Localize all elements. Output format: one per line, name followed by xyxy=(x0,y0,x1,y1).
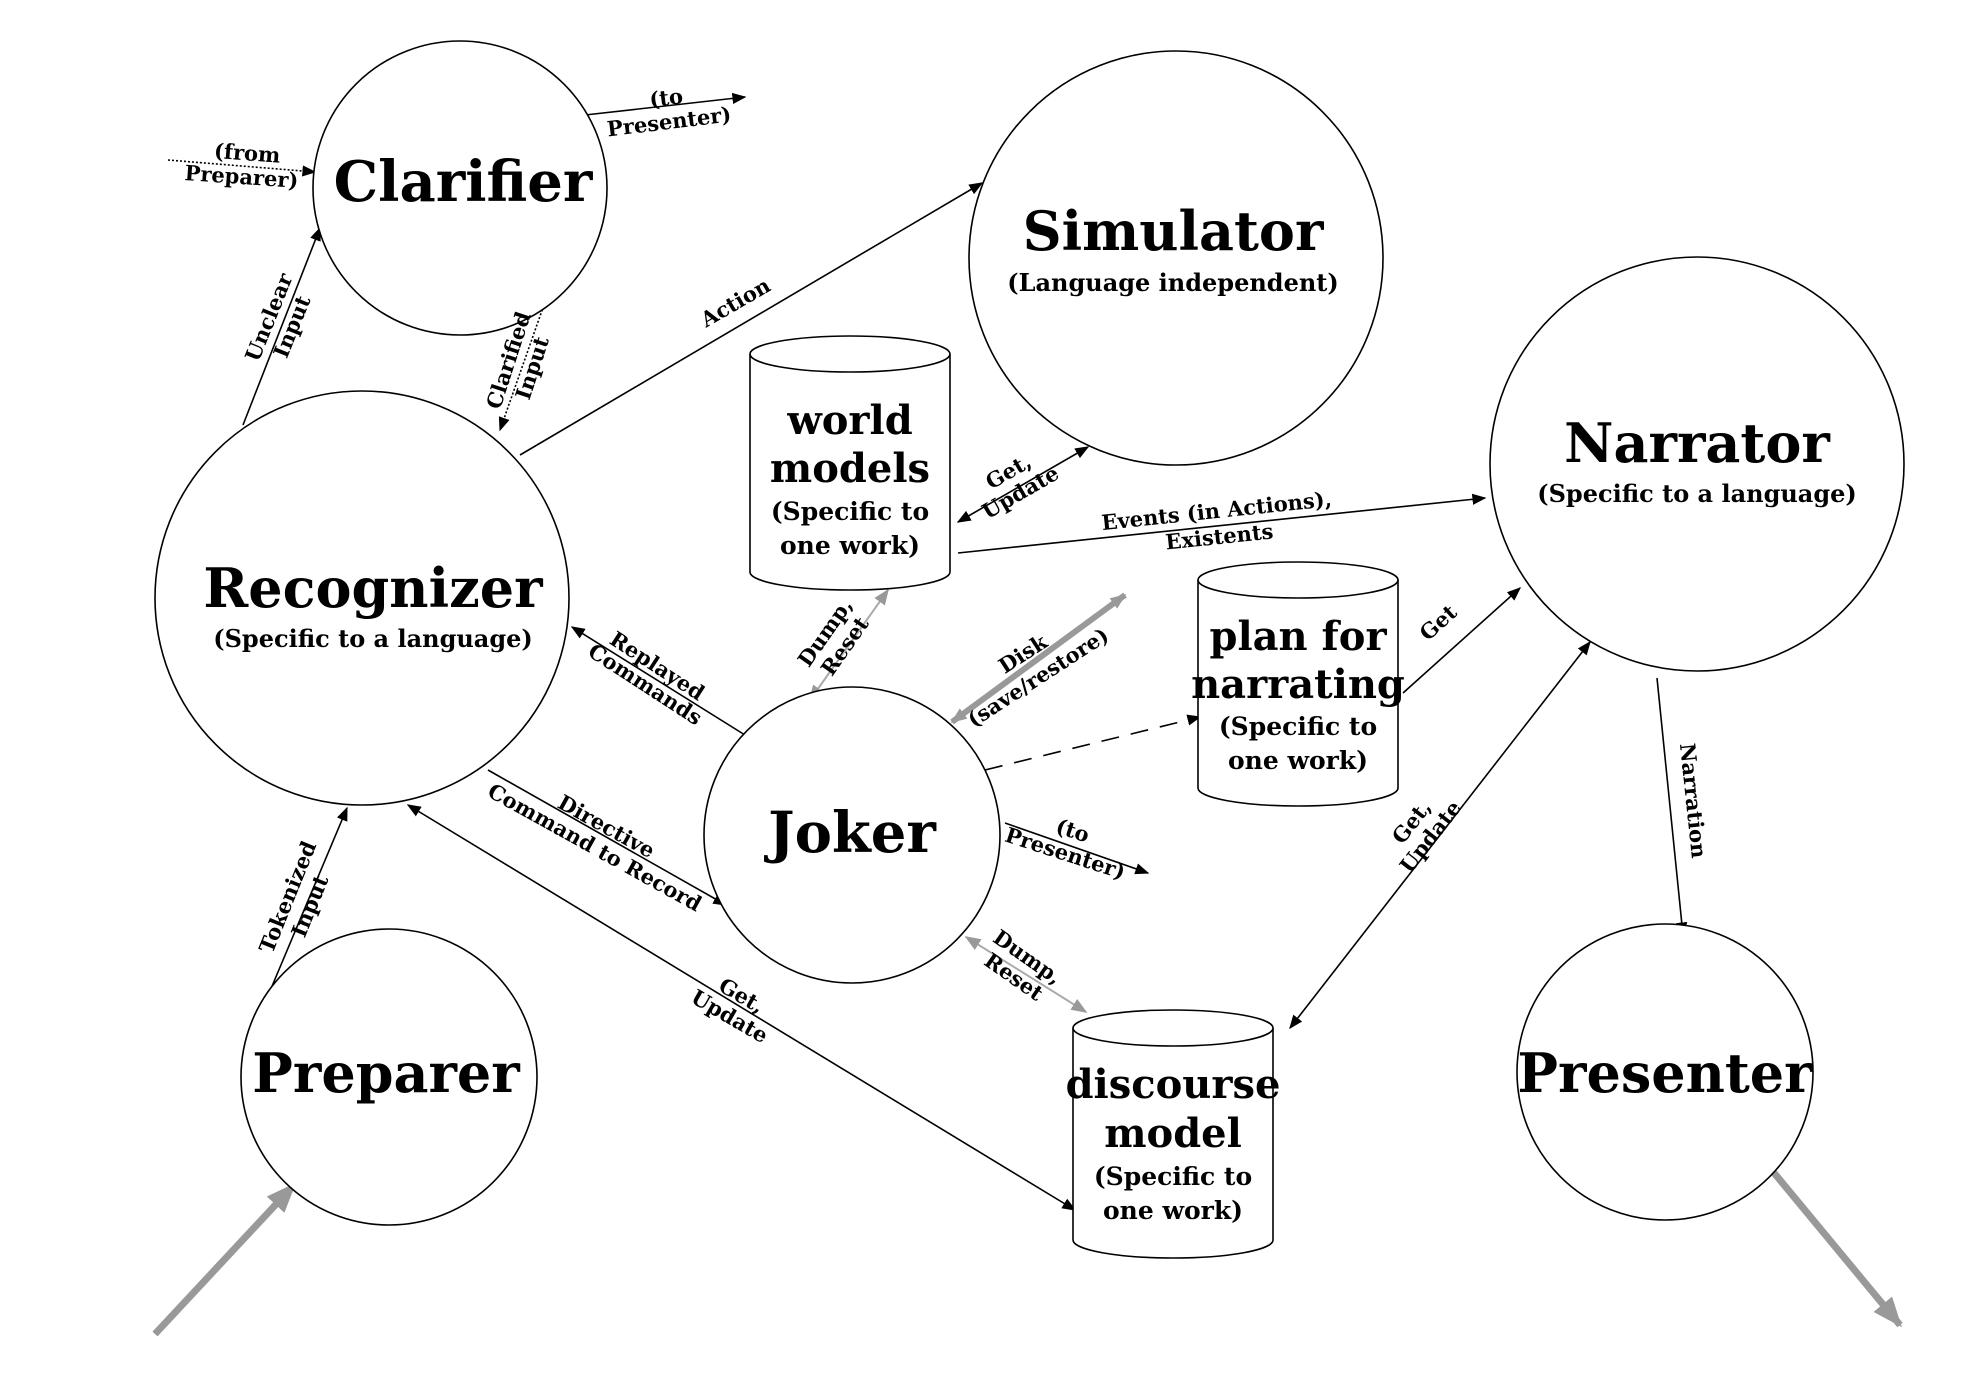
process-nodes xyxy=(154,40,1905,1226)
from-preparer-arrow xyxy=(167,159,317,177)
disk-arrow xyxy=(950,592,1127,725)
events-label: Events (in Actions), Existents xyxy=(1100,486,1333,554)
svg-text:Command to Record: Command to Record xyxy=(484,778,707,917)
svg-text:(from: (from xyxy=(213,138,281,168)
external-output-arrow xyxy=(1767,1165,1903,1328)
node-labels: Clarifier Simulator (Language independen… xyxy=(203,149,1856,1225)
svg-text:(to: (to xyxy=(648,83,684,112)
world-models-line4: one work) xyxy=(780,531,920,560)
simulator-subtitle: (Language independent) xyxy=(1007,268,1338,297)
plan-line3: (Specific to xyxy=(1219,712,1377,741)
world-models-store xyxy=(749,335,951,591)
recognizer-discourse-arrow xyxy=(406,804,1077,1211)
svg-text:Preparer): Preparer) xyxy=(184,160,299,193)
recognizer-title: Recognizer xyxy=(203,556,543,620)
joker-to-presenter-label: (to Presenter) xyxy=(1002,813,1128,884)
joker-discourse-label: Dump, Reset xyxy=(980,924,1067,1005)
narration-arrow xyxy=(1656,677,1688,937)
clarified-input-arrow xyxy=(498,301,546,432)
edges xyxy=(167,92,1688,1211)
discourse-line1: discourse xyxy=(1066,1061,1281,1108)
presenter-title: Presenter xyxy=(1517,1041,1813,1105)
svg-text:Narration: Narration xyxy=(1675,742,1712,859)
preparer-title: Preparer xyxy=(252,1041,520,1105)
svg-text:Action: Action xyxy=(695,272,774,332)
plan-line2: narrating xyxy=(1191,661,1405,708)
world-models-line2: models xyxy=(770,445,930,492)
narrator-discourse-arrow xyxy=(1289,640,1591,1030)
unclear-input-label: Unclear Input xyxy=(240,269,316,365)
simulator-world-arrow xyxy=(956,446,1090,523)
plan-line4: one work) xyxy=(1228,746,1368,775)
tokenized-input-arrow xyxy=(261,806,348,1011)
simulator-world-label: Get, Update xyxy=(977,448,1063,524)
recognizer-circle xyxy=(154,390,570,806)
replayed-commands-label: Replayed Commands xyxy=(584,626,710,730)
clarifier-circle xyxy=(312,40,608,336)
recognizer-subtitle: (Specific to a language) xyxy=(213,624,533,653)
joker-world-arrow xyxy=(809,588,889,702)
narrator-subtitle: (Specific to a language) xyxy=(1537,479,1857,508)
plan-get-label: Get xyxy=(1414,599,1461,645)
joker-discourse-arrow xyxy=(964,936,1088,1013)
directive-label: Directive Command to Record xyxy=(484,778,707,917)
discourse-line3: (Specific to xyxy=(1094,1162,1252,1191)
recognizer-discourse-label: Get, Update xyxy=(687,972,773,1048)
joker-title: Joker xyxy=(763,800,937,866)
world-models-line1: world xyxy=(786,397,912,444)
preparer-circle xyxy=(240,928,538,1226)
gray-edges xyxy=(152,588,1903,1337)
world-models-line3: (Specific to xyxy=(771,497,929,526)
joker-circle xyxy=(703,686,1001,984)
replayed-commands-arrow xyxy=(570,626,746,736)
svg-text:Get: Get xyxy=(1414,599,1461,645)
action-arrow xyxy=(519,182,984,456)
simulator-circle xyxy=(968,50,1384,466)
joker-plan-arrow xyxy=(984,714,1202,771)
discourse-line4: one work) xyxy=(1103,1196,1243,1225)
plan-line1: plan for xyxy=(1209,613,1387,660)
clarifier-to-presenter-arrow xyxy=(584,92,747,116)
joker-world-label: Dump, Reset xyxy=(792,593,873,680)
presenter-circle xyxy=(1516,923,1814,1221)
from-preparer-label: (from Preparer) xyxy=(184,138,299,193)
simulator-title: Simulator xyxy=(1023,199,1324,263)
events-arrow xyxy=(957,493,1487,554)
plan-for-narrating-store xyxy=(1197,561,1399,807)
action-label: Action xyxy=(695,272,774,332)
external-input-arrow xyxy=(152,1182,297,1337)
discourse-model-store xyxy=(1072,1009,1274,1259)
plan-get-arrow xyxy=(1402,587,1522,694)
discourse-line2: model xyxy=(1104,1110,1242,1157)
narrator-circle xyxy=(1489,256,1905,672)
narrator-title: Narrator xyxy=(1564,411,1830,475)
clarifier-title: Clarifier xyxy=(334,149,594,215)
unclear-input-arrow xyxy=(242,226,321,426)
clarifier-to-presenter-label: (to Presenter) xyxy=(606,83,733,141)
narration-label: Narration xyxy=(1675,742,1712,859)
